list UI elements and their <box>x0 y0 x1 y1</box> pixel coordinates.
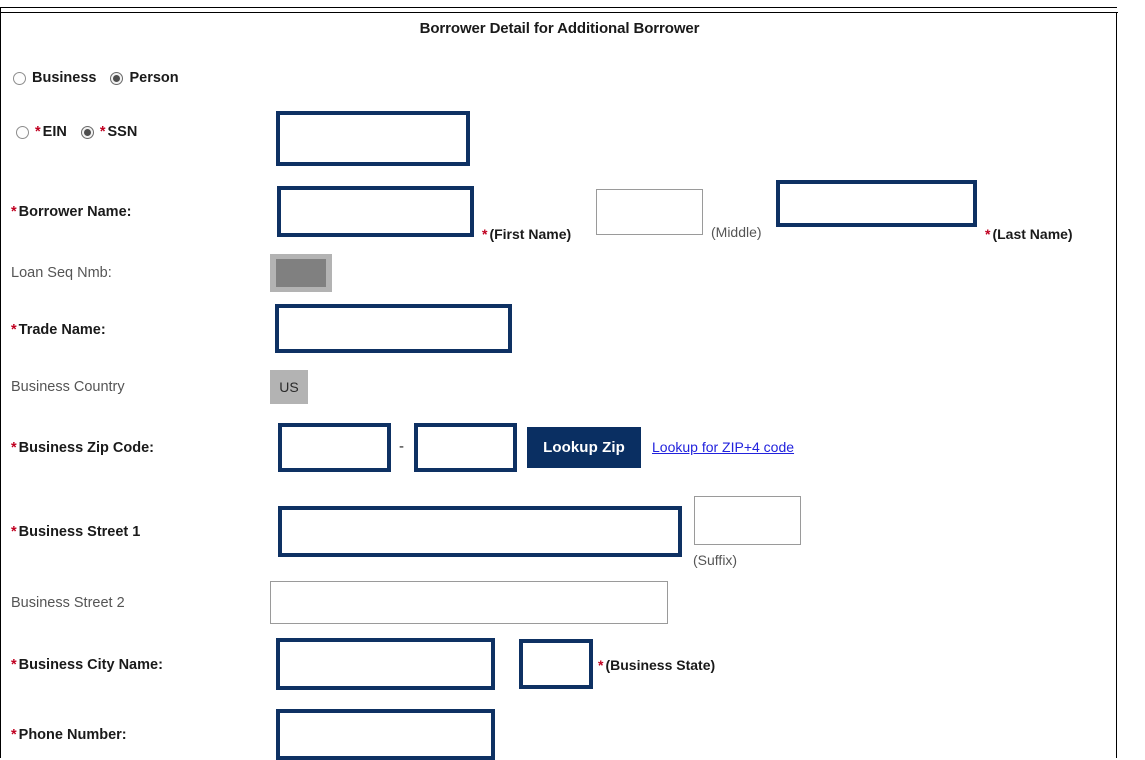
top-cutoff-divider <box>1 8 1118 13</box>
business-city-name-input[interactable] <box>276 638 495 690</box>
radio-ein-label: *EIN <box>35 124 67 140</box>
radio-business[interactable] <box>13 71 26 85</box>
tax-id-input[interactable] <box>276 111 470 166</box>
required-asterisk: * <box>11 657 17 673</box>
tax-id-type-radio-group[interactable]: *EIN *SSN <box>16 124 151 140</box>
business-city-name-label: *Business City Name: <box>11 657 163 673</box>
business-street-2-input[interactable] <box>270 581 668 624</box>
trade-name-label: *Trade Name: <box>11 322 106 338</box>
form-panel: Borrower Detail for Additional Borrower … <box>0 7 1118 760</box>
required-asterisk: * <box>35 124 41 140</box>
radio-person-label: Person <box>129 70 179 86</box>
required-asterisk: * <box>11 727 17 743</box>
radio-person[interactable] <box>110 71 124 85</box>
required-asterisk: * <box>598 657 604 673</box>
business-zip5-input[interactable] <box>278 423 391 472</box>
loan-seq-nmb-value <box>276 259 326 287</box>
business-state-note: *(Business State) <box>598 657 716 673</box>
last-name-note: *(Last Name) <box>985 226 1073 242</box>
zip-separator: - <box>399 438 404 455</box>
required-asterisk: * <box>11 524 17 540</box>
lookup-zip-button[interactable]: Lookup Zip <box>527 427 641 468</box>
business-country-label: Business Country <box>11 379 125 395</box>
phone-number-input[interactable] <box>276 709 495 760</box>
radio-ein[interactable] <box>16 125 29 139</box>
business-street-suffix-input[interactable] <box>694 496 801 545</box>
required-asterisk: * <box>985 226 991 242</box>
required-asterisk: * <box>482 226 488 242</box>
business-zip-code-label: *Business Zip Code: <box>11 440 155 456</box>
page-title: Borrower Detail for Additional Borrower <box>419 20 700 37</box>
business-street-2-label: Business Street 2 <box>11 595 125 611</box>
required-asterisk: * <box>11 322 17 338</box>
business-street-1-label: *Business Street 1 <box>11 524 141 540</box>
radio-business-label: Business <box>32 70 97 86</box>
radio-ssn-label: *SSN <box>99 124 138 140</box>
loan-seq-nmb-field <box>270 254 332 292</box>
borrower-last-name-input[interactable] <box>776 180 977 227</box>
trade-name-input[interactable] <box>275 304 512 353</box>
borrower-middle-name-input[interactable] <box>596 189 703 235</box>
required-asterisk: * <box>11 204 17 220</box>
business-zip4-input[interactable] <box>414 423 517 472</box>
entity-type-radio-group[interactable]: Business Person <box>13 70 193 86</box>
borrower-first-name-input[interactable] <box>277 186 474 237</box>
first-name-note: *(First Name) <box>482 226 572 242</box>
street-suffix-note: (Suffix) <box>693 552 738 568</box>
phone-number-label: *Phone Number: <box>11 727 127 743</box>
loan-seq-nmb-label: Loan Seq Nmb: <box>11 265 112 281</box>
business-state-input[interactable] <box>519 639 593 689</box>
radio-ssn[interactable] <box>80 125 94 139</box>
borrower-name-label: *Borrower Name: <box>11 204 132 220</box>
required-asterisk: * <box>99 124 106 140</box>
business-country-value: US <box>270 370 308 404</box>
zip-plus-four-link[interactable]: Lookup for ZIP+4 code <box>652 439 795 455</box>
business-street-1-input[interactable] <box>278 506 682 557</box>
required-asterisk: * <box>11 440 17 456</box>
middle-name-note: (Middle) <box>711 224 762 240</box>
